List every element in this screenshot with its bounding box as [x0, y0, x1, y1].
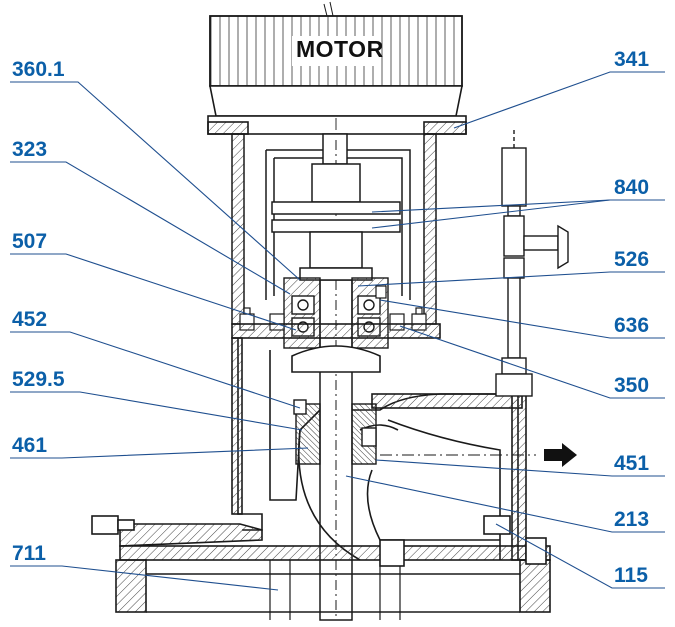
flow-direction-arrow-icon: [544, 443, 577, 467]
impeller: [293, 399, 377, 465]
motor-label-bg: [292, 36, 380, 66]
callout-711: 711: [12, 542, 46, 565]
callout-526: 526: [614, 248, 650, 271]
callout-360-1: 360.1: [12, 58, 65, 81]
gauge-assembly: [495, 130, 569, 397]
leader-lines: [10, 71, 665, 591]
coupling: [271, 163, 401, 281]
callout-452: 452: [12, 308, 48, 331]
callout-529-5: 529.5: [12, 368, 65, 391]
callout-341: 341: [614, 48, 650, 71]
callout-840: 840: [614, 176, 650, 199]
callout-507: 507: [12, 230, 48, 253]
callout-213: 213: [614, 508, 650, 531]
callout-350: 350: [614, 374, 650, 397]
motor-label: MOTOR: [296, 36, 384, 62]
callout-451: 451: [614, 452, 650, 475]
callout-115: 115: [614, 564, 648, 587]
pump-casing: [231, 323, 527, 561]
motor-housing: [207, 1, 467, 135]
callout-636: 636: [614, 314, 650, 337]
callout-323: 323: [12, 138, 48, 161]
center-lines: [335, 118, 536, 456]
callout-461: 461: [12, 434, 48, 457]
